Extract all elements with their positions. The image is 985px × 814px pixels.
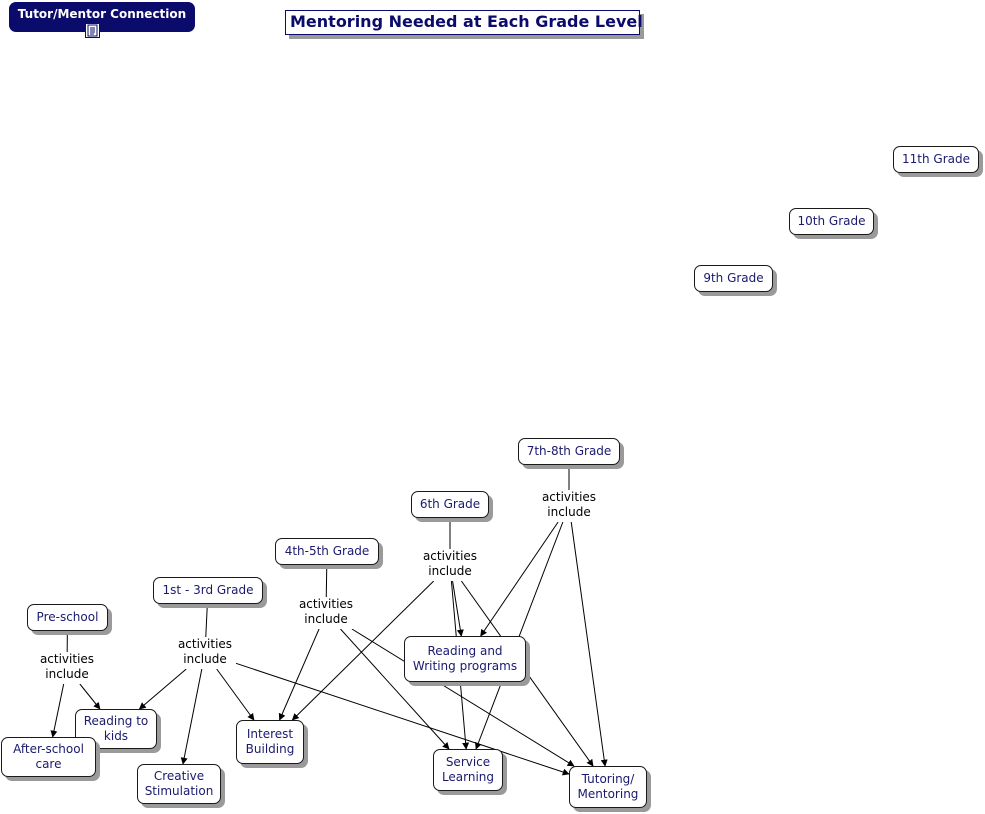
grade-7-8-node[interactable]: 7th-8th Grade [518, 438, 620, 465]
grade-4-5-node[interactable]: 4th-5th Grade [275, 538, 379, 565]
arrow-grade_4_5-to-service_learning [340, 628, 450, 750]
arrow-grade_1_3-to-creative_stimulation [180, 668, 203, 765]
arrow-pre_school-to-reading_to_kids [79, 683, 101, 710]
brand-label: Tutor/Mentor Connection [17, 7, 187, 21]
arrow-pre_school-to-after_school_care [50, 683, 65, 738]
page-title: Mentoring Needed at Each Grade Level [285, 10, 643, 35]
reading-writing-node[interactable]: Reading and Writing programs [404, 636, 526, 682]
arrow-grade_6-to-tutoring_mentoring [460, 580, 594, 767]
arrow-grade_7_8-to-reading_writing [480, 521, 559, 637]
grade-11-node[interactable]: 11th Grade [893, 146, 979, 173]
link-label-grade-7-8: activities include [538, 490, 600, 522]
grade-1-3-node[interactable]: 1st - 3rd Grade [153, 577, 263, 604]
link-label-pre-school: activities include [36, 652, 98, 684]
after-school-care-node[interactable]: After-school care [1, 737, 96, 777]
arrow-grade_1_3-to-interest_building [216, 668, 255, 721]
tutoring-mentoring-node[interactable]: Tutoring/ Mentoring [569, 766, 647, 808]
link-label-grade-1-3: activities include [174, 637, 236, 669]
arrow-grade_6-to-reading_writing [452, 580, 464, 637]
arrow-grade_1_3-to-reading_to_kids [138, 668, 187, 710]
arrow-grade_4_5-to-tutoring_mentoring [351, 628, 575, 767]
arrow-grade_4_5-to-interest_building [278, 628, 320, 721]
interest-building-node[interactable]: Interest Building [236, 720, 304, 764]
link-label-grade-4-5: activities include [295, 597, 357, 629]
pre-school-node[interactable]: Pre-school [27, 604, 108, 631]
arrow-grade_7_8-to-service_learning [475, 521, 564, 750]
arrow-grade_6-to-interest_building [291, 580, 435, 721]
grade-9-node[interactable]: 9th Grade [694, 265, 773, 292]
link-line-grade_4_5 [325, 564, 328, 598]
link-label-grade-6: activities include [419, 549, 481, 581]
service-learning-node[interactable]: Service Learning [433, 749, 503, 791]
grade-6-node[interactable]: 6th Grade [411, 491, 489, 518]
link-line-grade_1_3 [205, 603, 208, 638]
brand-button[interactable]: Tutor/Mentor Connection [9, 2, 195, 32]
creative-stimulation-node[interactable]: Creative Stimulation [137, 764, 221, 804]
arrow-grade_7_8-to-tutoring_mentoring [570, 521, 608, 767]
document-icon[interactable] [85, 23, 100, 38]
grade-10-node[interactable]: 10th Grade [789, 208, 874, 235]
arrow-grade_1_3-to-tutoring_mentoring [235, 662, 570, 776]
